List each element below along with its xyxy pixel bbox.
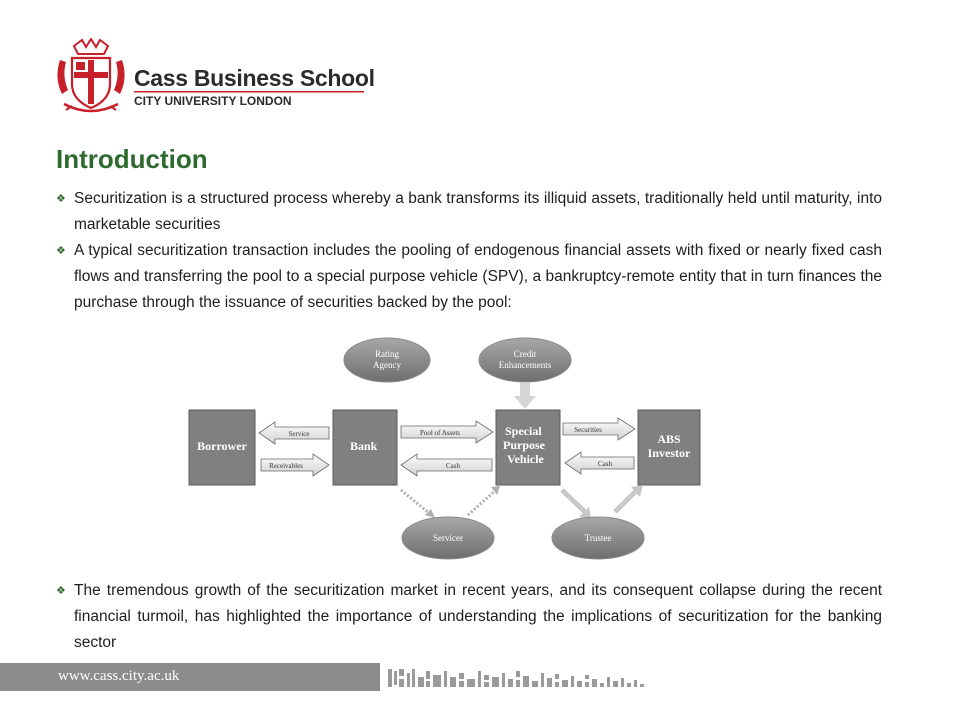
securitization-diagram: Rating Agency Credit Enhancements Borrow… [188, 337, 701, 560]
spv-line3: Vehicle [507, 452, 545, 466]
pool-label: Pool of Assets [420, 429, 460, 437]
receivables-label: Receivables [269, 462, 303, 470]
bullet-item: ❖ The tremendous growth of the securitiza… [56, 578, 882, 656]
cash-arrow-bank: Cash [400, 453, 493, 477]
spv-box: Special Purpose Vehicle [495, 409, 561, 486]
footer: www.cass.city.ac.uk [0, 663, 960, 691]
securities-label: Securities [574, 426, 602, 434]
abs-line2: Investor [648, 446, 691, 460]
footer-bar: www.cass.city.ac.uk [0, 663, 380, 691]
school-name: Cass Business School [134, 65, 375, 91]
abs-investor-box: ABS Investor [637, 409, 701, 486]
service-label: Service [289, 430, 310, 438]
spv-line2: Purpose [503, 438, 546, 452]
credit-enhancements-oval: Credit Enhancements [478, 337, 572, 383]
diamond-bullet-icon: ❖ [56, 245, 66, 257]
bullet-list-top: ❖ Securitization is a structured process … [56, 186, 882, 316]
trustee-oval: Trustee [551, 516, 645, 560]
trustee-label: Trustee [585, 533, 612, 543]
diamond-bullet-icon: ❖ [56, 193, 66, 205]
bullet-text: Securitization is a structured process w… [74, 190, 882, 233]
bullet-item: ❖ A typical securitization transaction in… [56, 238, 882, 316]
bullet-text: The tremendous growth of the securitizat… [74, 582, 882, 651]
footer-pattern-icon [388, 669, 644, 687]
bank-label: Bank [350, 439, 378, 453]
cash-bank-label: Cash [446, 462, 461, 470]
service-arrow: Service [258, 421, 330, 445]
credit-line1: Credit [514, 349, 537, 359]
servicer-label: Servicer [433, 533, 463, 543]
abs-line1: ABS [657, 432, 681, 446]
cash-abs-label: Cash [598, 460, 613, 468]
borrower-box: Borrower [188, 409, 256, 486]
bullet-text: A typical securitization transaction inc… [74, 242, 882, 311]
credit-arrow [514, 383, 536, 409]
school-logo: Cass Business School CITY UNIVERSITY LON… [52, 38, 375, 118]
cash-arrow-abs: Cash [564, 451, 635, 475]
crest-icon [57, 38, 125, 113]
bank-box: Bank [332, 409, 398, 486]
rating-line2: Agency [373, 360, 401, 370]
page-title: Introduction [56, 144, 208, 174]
credit-line2: Enhancements [499, 360, 552, 370]
footer-url-link[interactable]: www.cass.city.ac.uk [58, 668, 180, 684]
receivables-arrow: Receivables [260, 453, 330, 477]
spv-line1: Special [505, 424, 542, 438]
diamond-bullet-icon: ❖ [56, 585, 66, 597]
securities-arrow: Securities [562, 417, 636, 441]
school-subtitle: CITY UNIVERSITY LONDON [134, 94, 292, 108]
borrower-label: Borrower [197, 439, 247, 453]
rating-agency-oval: Rating Agency [343, 337, 431, 383]
bullet-item: ❖ Securitization is a structured process … [56, 186, 882, 238]
trustee-arrows [560, 485, 643, 519]
logo-divider [134, 91, 364, 93]
servicer-oval: Servicer [401, 516, 495, 560]
pool-of-assets-arrow: Pool of Assets [400, 420, 494, 444]
bullet-list-bottom: ❖ The tremendous growth of the securitiza… [56, 578, 882, 656]
rating-line1: Rating [375, 349, 399, 359]
servicer-dotted-arrows [400, 486, 500, 518]
